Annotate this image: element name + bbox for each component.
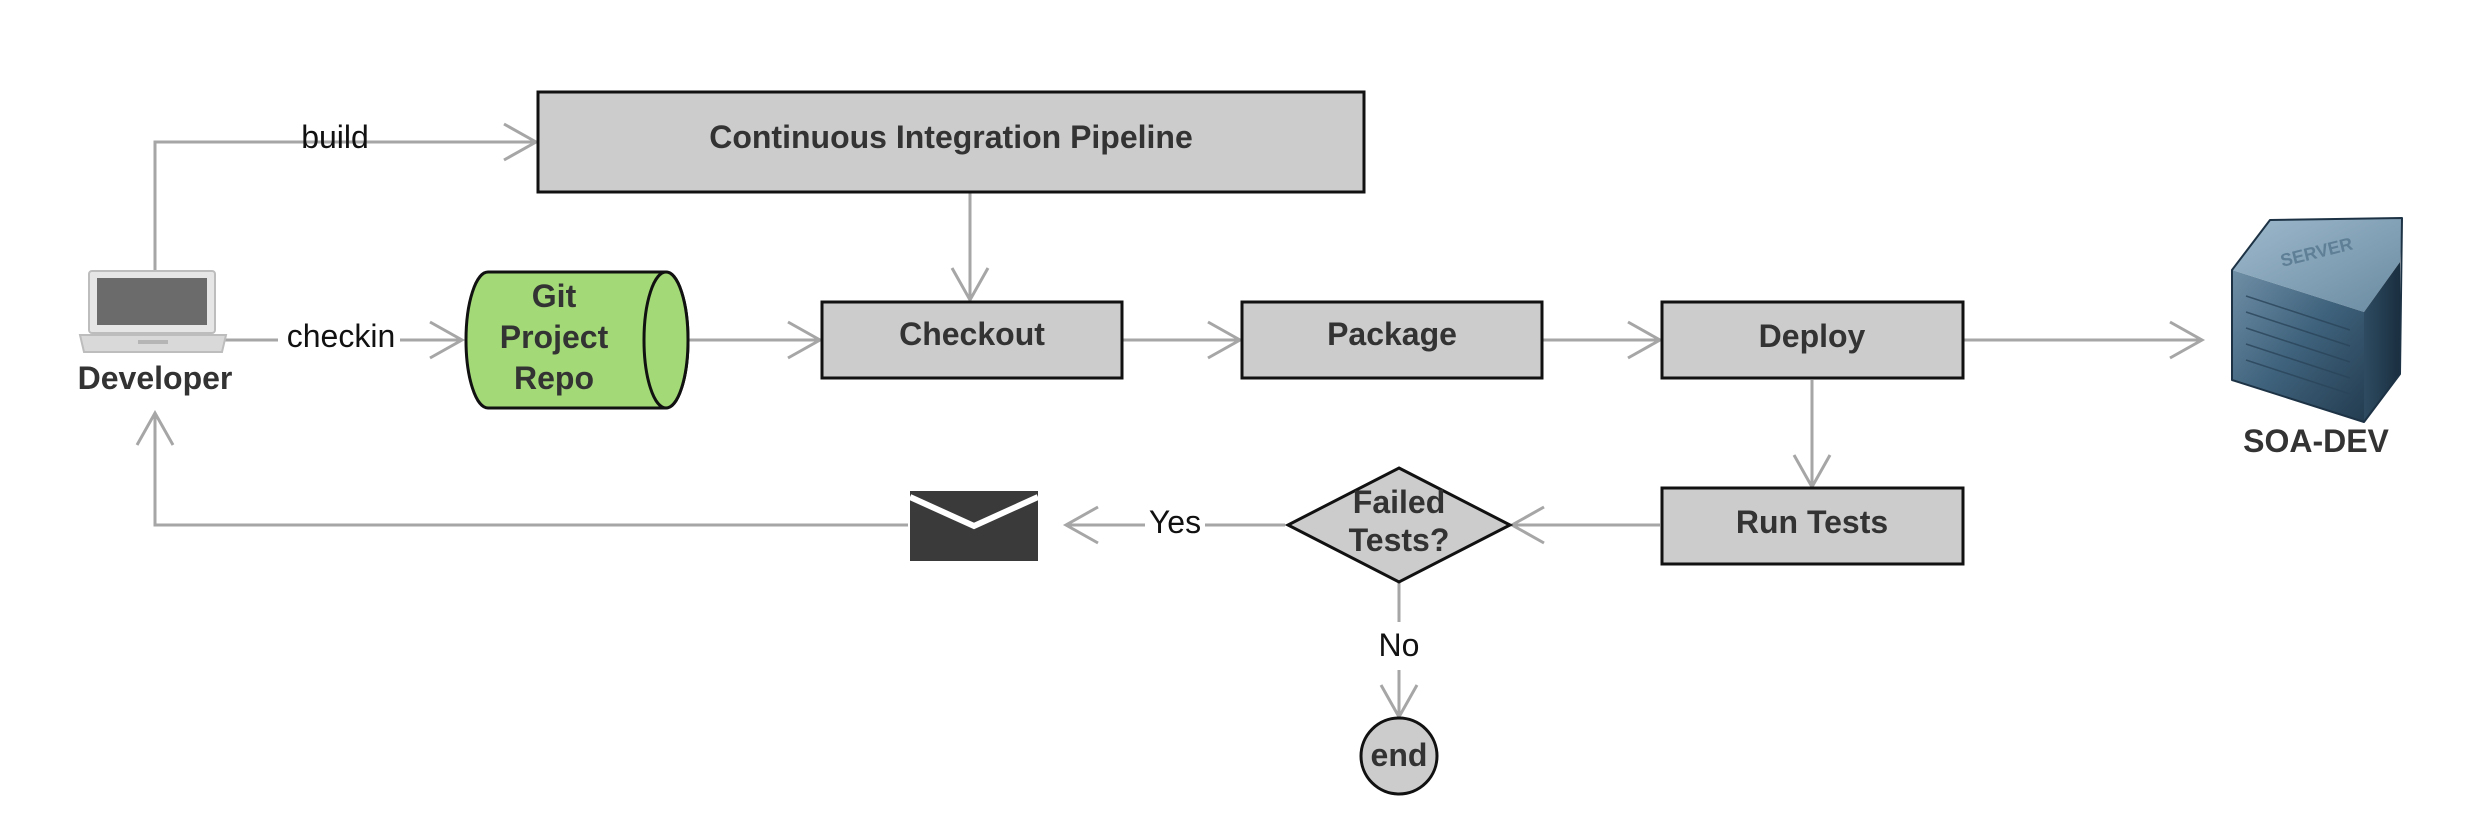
checkout-node: Checkout <box>820 300 1124 380</box>
server-label: SOA-DEV <box>2243 423 2389 459</box>
edge-label-yes: Yes <box>1149 504 1201 540</box>
arrowhead-package-to-deploy <box>1627 320 1664 360</box>
failed-tests-decision: Failed Tests? <box>1284 466 1514 584</box>
git-repo-label-line1: Git <box>532 278 577 314</box>
edge-build <box>153 140 536 272</box>
package-label: Package <box>1327 316 1457 352</box>
git-repo-label-line3: Repo <box>514 360 594 396</box>
edge-label-build: build <box>301 119 369 155</box>
developer-label: Developer <box>78 360 233 396</box>
deploy-node: Deploy <box>1660 300 1965 380</box>
arrowhead-email-to-developer <box>135 409 175 446</box>
arrowhead-yes <box>1062 505 1099 545</box>
checkout-label: Checkout <box>899 316 1045 352</box>
edge-label-no: No <box>1379 627 1420 663</box>
ci-pipeline-node: Continuous Integration Pipeline <box>536 90 1366 194</box>
arrowhead-repo-to-checkout <box>787 320 824 360</box>
failed-tests-label-line2: Tests? <box>1349 522 1450 558</box>
git-repo-label-line2: Project <box>500 319 609 355</box>
end-label: end <box>1371 737 1428 773</box>
package-node: Package <box>1240 300 1544 380</box>
arrowhead-checkout-to-package <box>1207 320 1244 360</box>
run-tests-node: Run Tests <box>1660 486 1965 566</box>
edge-label-checkin: checkin <box>287 318 396 354</box>
run-tests-label: Run Tests <box>1736 504 1888 540</box>
failed-tests-label-line1: Failed <box>1353 484 1445 520</box>
ci-pipeline-label: Continuous Integration Pipeline <box>709 119 1193 155</box>
git-repo-node: Git Project Repo <box>464 270 690 410</box>
server-icon: SERVER <box>2231 217 2403 423</box>
arrowhead-ci-to-checkout <box>950 267 990 304</box>
end-node: end <box>1359 716 1439 796</box>
arrowhead-deploy-to-server <box>2169 320 2206 360</box>
arrowhead-build <box>503 122 540 162</box>
deploy-label: Deploy <box>1759 318 1866 354</box>
envelope-icon <box>908 491 1040 561</box>
laptop-icon <box>78 270 228 353</box>
edge-email-to-developer <box>153 413 908 527</box>
arrowhead-checkin <box>429 320 466 360</box>
